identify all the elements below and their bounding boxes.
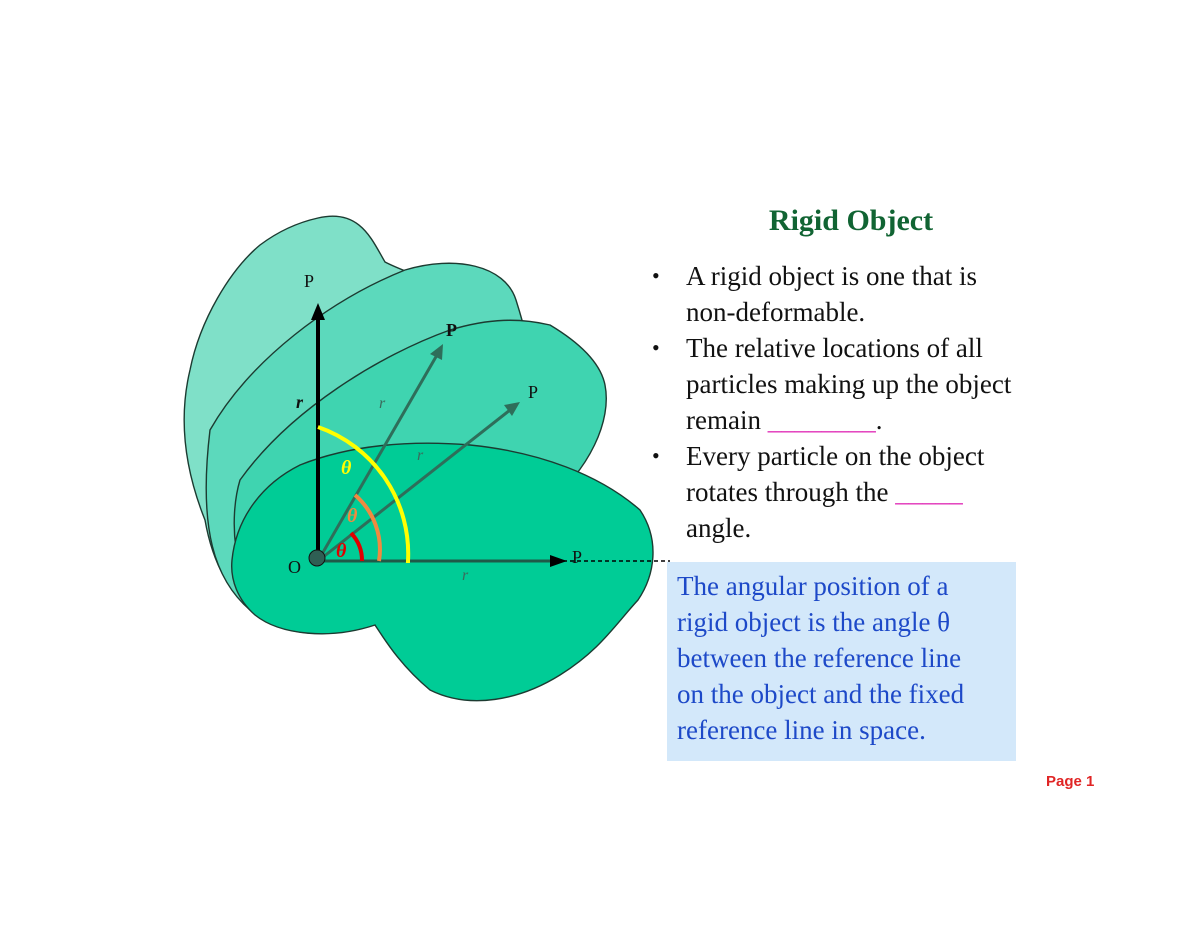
bullet-item: • The relative locations of all particle… [652, 333, 1012, 435]
bullet-tail: . [875, 405, 883, 435]
theta-label-red: θ [336, 540, 347, 562]
definition-line: rigid object is the angle θ [677, 607, 951, 637]
arrowhead-middle [430, 344, 443, 360]
angle-arc-orange [353, 493, 382, 562]
label-r-horizontal: r [462, 567, 469, 584]
label-p-third: P [528, 382, 538, 402]
angle-arc-yellow [317, 425, 411, 563]
definition-line: on the object and the fixed [677, 679, 965, 709]
vector-r-middle [316, 354, 439, 562]
definition-line: The angular position of a [677, 571, 949, 601]
fill-in-blank: _____ [895, 477, 963, 507]
angle-arc-red [349, 531, 365, 562]
vector-r-third [317, 408, 511, 563]
label-p-horizontal: P [572, 547, 582, 567]
arrowhead-horizontal [550, 555, 567, 567]
definition-line: between the reference line [677, 643, 962, 673]
definition-line: reference line in space. [677, 715, 926, 745]
arrowhead-third [504, 402, 520, 416]
arrowhead-vertical [311, 303, 325, 320]
bullet-tail: angle. [686, 513, 752, 543]
fill-in-blank: ________ [767, 405, 876, 435]
theta-label-orange: θ [347, 505, 358, 527]
bullet-text: A rigid object is one that is non-deform… [686, 261, 977, 327]
definition-box: The angular position of a rigid object i… [667, 562, 1016, 761]
label-r-vertical: r [296, 392, 304, 412]
slide-title: Rigid Object [768, 204, 934, 237]
rigid-object-blob-front [231, 442, 654, 702]
origin-point [308, 549, 326, 567]
label-p-middle: P [446, 320, 457, 340]
bullet-text: The relative locations of all particles … [686, 333, 1012, 435]
label-p-vertical: P [304, 271, 314, 291]
label-r-middle: r [379, 395, 386, 412]
bullet-item: • A rigid object is one that is non-defo… [652, 261, 977, 327]
page-number: Page 1 [1046, 773, 1095, 790]
theta-label-yellow: θ [341, 457, 352, 479]
bullet-item: • Every particle on the object rotates t… [652, 441, 985, 543]
label-origin: O [288, 557, 301, 577]
bullet-text: Every particle on the object rotates thr… [686, 441, 985, 507]
bullet-list: • A rigid object is one that is non-defo… [648, 258, 1026, 546]
label-r-third: r [417, 447, 424, 464]
